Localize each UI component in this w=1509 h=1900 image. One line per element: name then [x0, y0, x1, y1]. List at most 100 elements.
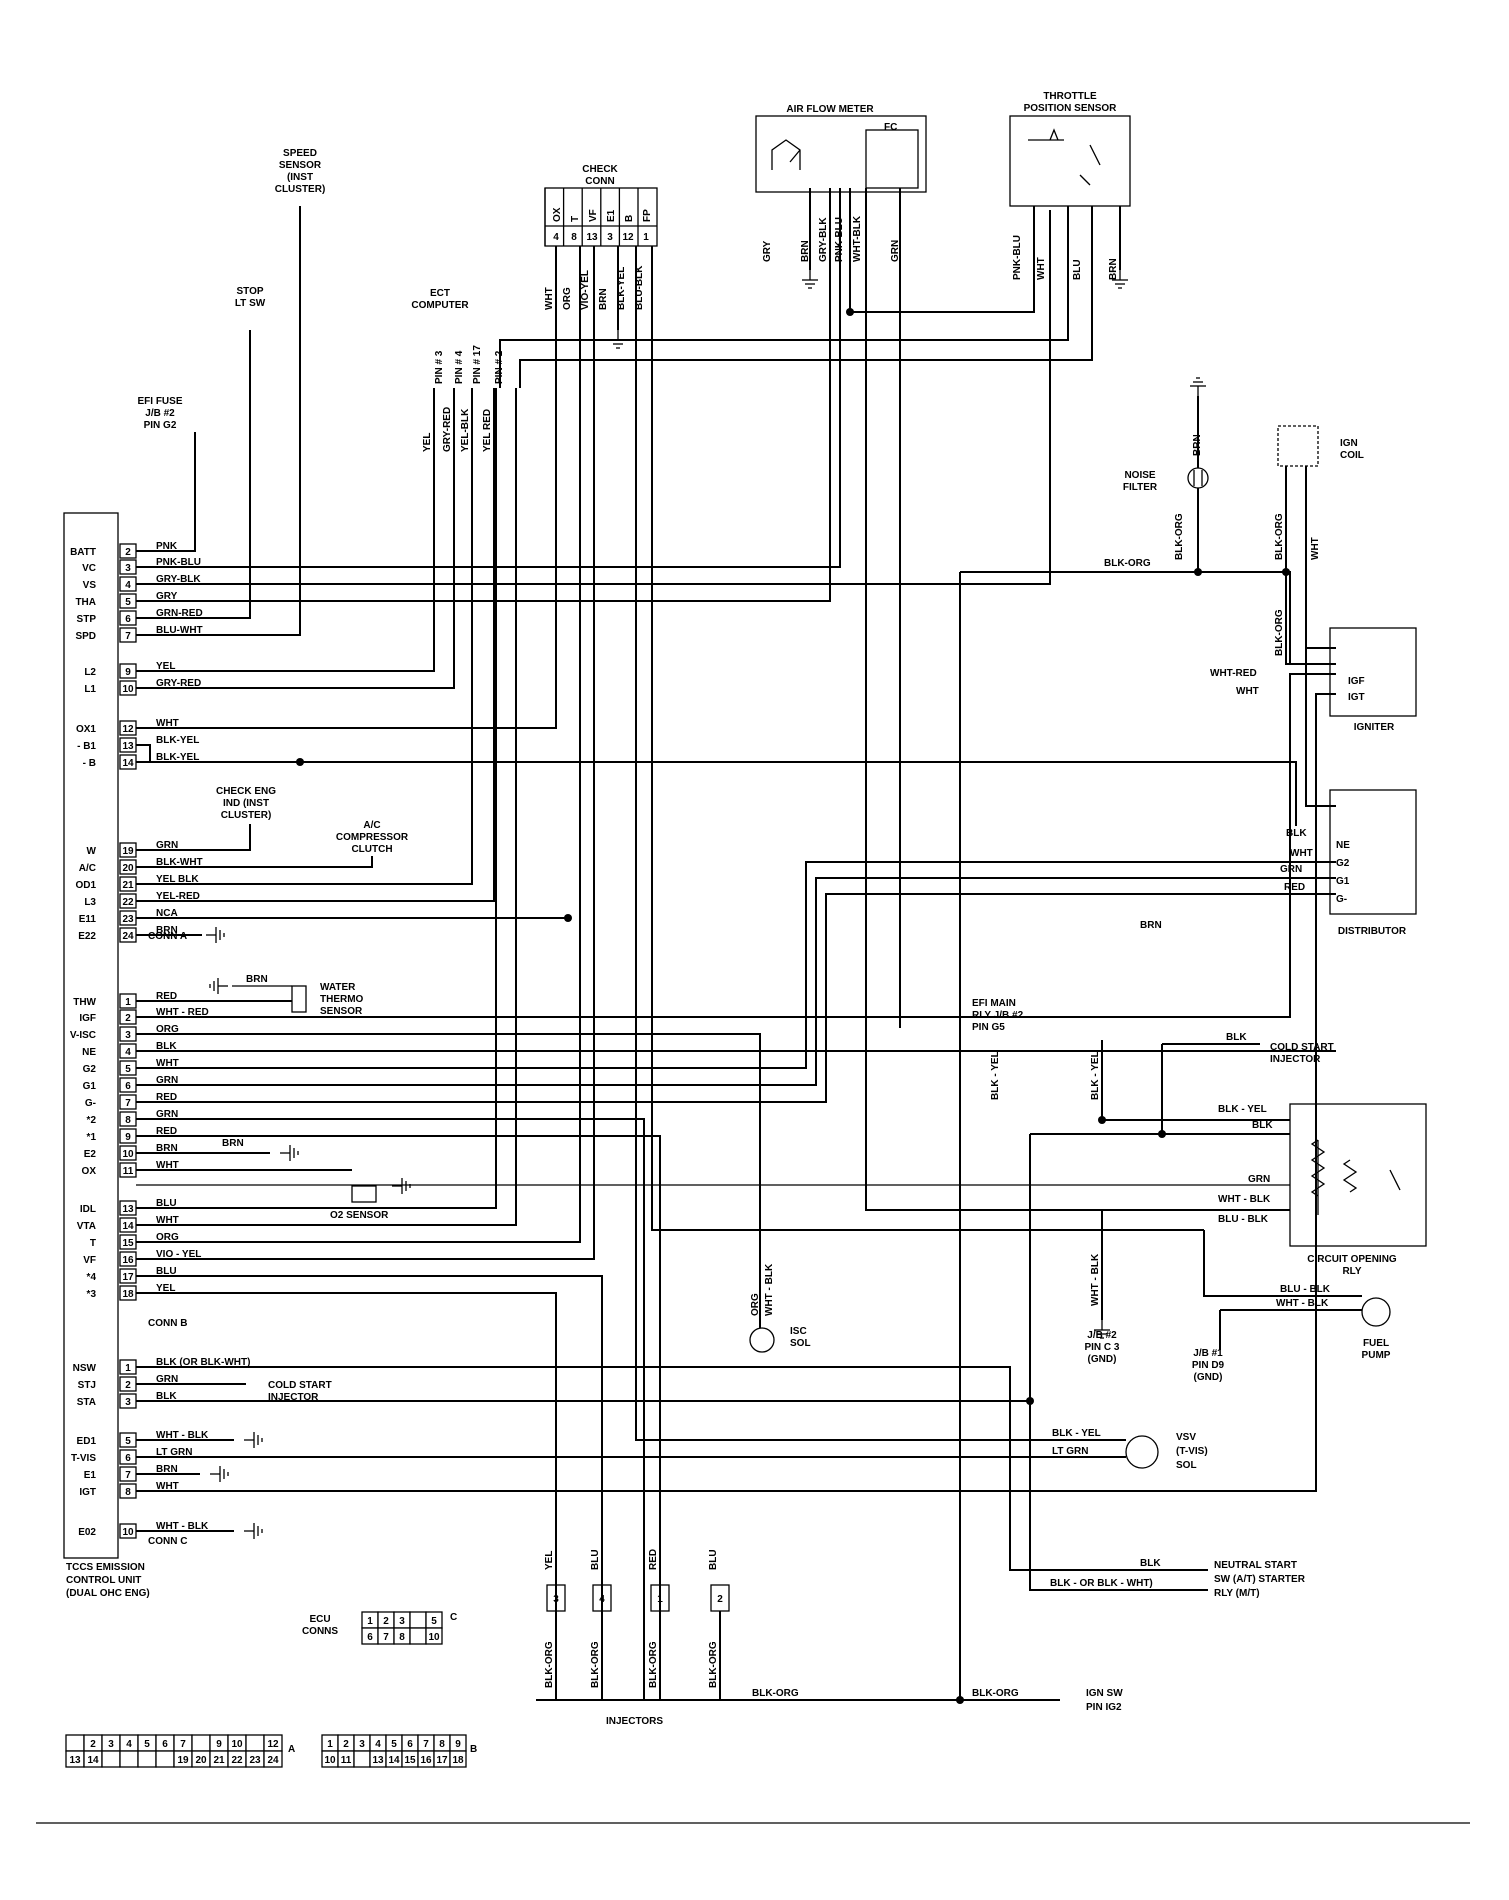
- injector-feed-label: BLK-ORG: [648, 1641, 659, 1688]
- cold-start-injector: COLD START INJECTOR: [1270, 1042, 1334, 1065]
- ecu-pin-number: 7: [125, 1098, 131, 1109]
- wire-label-blk-org-coil2: BLK-ORG: [1274, 609, 1285, 656]
- svg-text:THERMO: THERMO: [320, 994, 364, 1005]
- check-eng-ind: CHECK ENG IND (INST CLUSTER): [216, 786, 276, 821]
- ecu-terminal-label: - B: [83, 758, 96, 769]
- svg-text:SENSOR: SENSOR: [320, 1006, 363, 1017]
- svg-text:PIN G5: PIN G5: [972, 1022, 1005, 1033]
- wire: [136, 761, 1297, 826]
- ecu-wire-color: BLK (OR BLK-WHT): [156, 1357, 250, 1368]
- ect-wire-label: YEL-BLK: [460, 408, 471, 452]
- grid-cell-number: 18: [452, 1755, 464, 1766]
- ecu-terminal-label: G-: [85, 1098, 96, 1109]
- svg-text:NEUTRAL START: NEUTRAL START: [1214, 1560, 1297, 1571]
- ecu-terminal-label: IGF: [79, 1013, 96, 1024]
- grid-cell-number: 6: [367, 1632, 373, 1643]
- ecu-wire-color: RED: [156, 1092, 177, 1103]
- ecu-terminal-label: W: [87, 846, 97, 857]
- wire: [136, 188, 831, 602]
- wire: [136, 432, 196, 552]
- grid-cell-number: 8: [439, 1739, 445, 1750]
- grid-cell-number: 10: [428, 1632, 440, 1643]
- svg-text:CIRCUIT OPENING: CIRCUIT OPENING: [1307, 1254, 1397, 1265]
- svg-text:RLY: RLY: [1342, 1266, 1361, 1277]
- wire-label-blk-org: BLK-ORG: [1104, 558, 1151, 569]
- grid-cell-number: 4: [375, 1739, 381, 1750]
- wire-label-blu-blk-rly: BLU - BLK: [1218, 1214, 1269, 1225]
- wire: [651, 246, 1204, 1231]
- svg-text:DISTRIBUTOR: DISTRIBUTOR: [1338, 926, 1407, 937]
- ecu-wire-color: YEL: [156, 1283, 175, 1294]
- grid-cell: [101, 1750, 121, 1768]
- wire-label-blk-cold: BLK: [1226, 1032, 1247, 1043]
- svg-text:CHECK ENG: CHECK ENG: [216, 786, 276, 797]
- ecu-wire-color: WHT: [156, 1058, 179, 1069]
- ecu-terminal-label: STP: [77, 614, 97, 625]
- wire: [136, 388, 497, 1209]
- ecu-terminal-label: G1: [83, 1081, 97, 1092]
- svg-text:CONNS: CONNS: [302, 1626, 338, 1637]
- wire: [136, 861, 1336, 1069]
- isc-sol: ISC SOL: [749, 1326, 811, 1353]
- afm-wire-label: GRN: [890, 240, 901, 262]
- ecu-wire-color: GRN: [156, 1374, 178, 1385]
- ecu-wire-color: RED: [156, 1126, 177, 1137]
- grid-cell-number: 15: [404, 1755, 416, 1766]
- ecu-terminal-label: A/C: [79, 863, 96, 874]
- ecu-pin-number: 11: [123, 1166, 134, 1177]
- ecu-wire-color: BLK-WHT: [156, 857, 203, 868]
- svg-text:COLD START: COLD START: [1270, 1042, 1334, 1053]
- grid-cell: [449, 1750, 467, 1768]
- wire: [136, 877, 1336, 1086]
- ecu-pin-number: 3: [125, 563, 131, 574]
- splice-dot: [564, 914, 572, 922]
- splice-dot: [1098, 1116, 1106, 1124]
- svg-text:COMPRESSOR: COMPRESSOR: [336, 832, 409, 843]
- ecu-terminal-label: - B1: [77, 741, 96, 752]
- svg-text:SPEED: SPEED: [283, 148, 317, 159]
- ecu-wire-color: BLU-WHT: [156, 625, 203, 636]
- ecu-terminal-label: E11: [79, 914, 97, 925]
- svg-text:INJECTOR: INJECTOR: [268, 1392, 319, 1403]
- ecu-pin-number: 3: [125, 1397, 131, 1408]
- ecu-terminal-label: NSW: [73, 1363, 97, 1374]
- svg-text:G-: G-: [1336, 894, 1347, 905]
- ecu-wire-color: WHT: [156, 1481, 179, 1492]
- wire-label-wht-blk-rly: WHT - BLK: [1218, 1194, 1271, 1205]
- ecu-terminal-label: G2: [83, 1064, 97, 1075]
- wire-label-blk-yel-vsv: BLK - YEL: [1052, 1428, 1101, 1439]
- svg-text:PUMP: PUMP: [1362, 1350, 1391, 1361]
- grid-cell-number: 3: [399, 1616, 405, 1627]
- svg-text:RLY (M/T): RLY (M/T): [1214, 1588, 1260, 1599]
- check-conn-wire: BLU-BLK: [634, 265, 645, 310]
- wire: [136, 1033, 761, 1328]
- wire: [136, 246, 581, 1243]
- grid-cell-number: 7: [423, 1739, 429, 1750]
- grid-cell-number: 7: [383, 1632, 389, 1643]
- ecu-terminal-label: T: [90, 1238, 96, 1249]
- ecu-terminal-label: E02: [78, 1527, 96, 1538]
- ecu-terminal-label: VC: [82, 563, 96, 574]
- ecu-terminal-label: STJ: [78, 1380, 96, 1391]
- grid-letter: C: [450, 1612, 457, 1623]
- ecu-pin-number: 2: [125, 1380, 131, 1391]
- ecu-terminal-label: IGT: [79, 1487, 96, 1498]
- conn-a-label: CONN A: [148, 931, 187, 942]
- ecu-pin-number: 1: [125, 1363, 131, 1374]
- wire-label-wht-dist: WHT: [1290, 848, 1313, 859]
- svg-text:(GND): (GND): [1194, 1372, 1223, 1383]
- svg-text:SOL: SOL: [1176, 1460, 1197, 1471]
- ecu-pin-number: 17: [122, 1272, 134, 1283]
- ecu-pin-number: 7: [125, 1470, 131, 1481]
- ecu-wire-color: VIO - YEL: [156, 1249, 201, 1260]
- ecu-wire-color: BRN: [156, 1143, 178, 1154]
- svg-text:IGF: IGF: [1348, 676, 1365, 687]
- wire-label-blk-or-wht-nsw: BLK - OR BLK - WHT): [1050, 1578, 1153, 1589]
- grid-cell-number: 16: [420, 1755, 432, 1766]
- svg-text:NOISE: NOISE: [1124, 470, 1155, 481]
- ac-compressor-clutch: A/C COMPRESSOR CLUTCH: [336, 820, 409, 855]
- injector-number: 2: [717, 1594, 723, 1605]
